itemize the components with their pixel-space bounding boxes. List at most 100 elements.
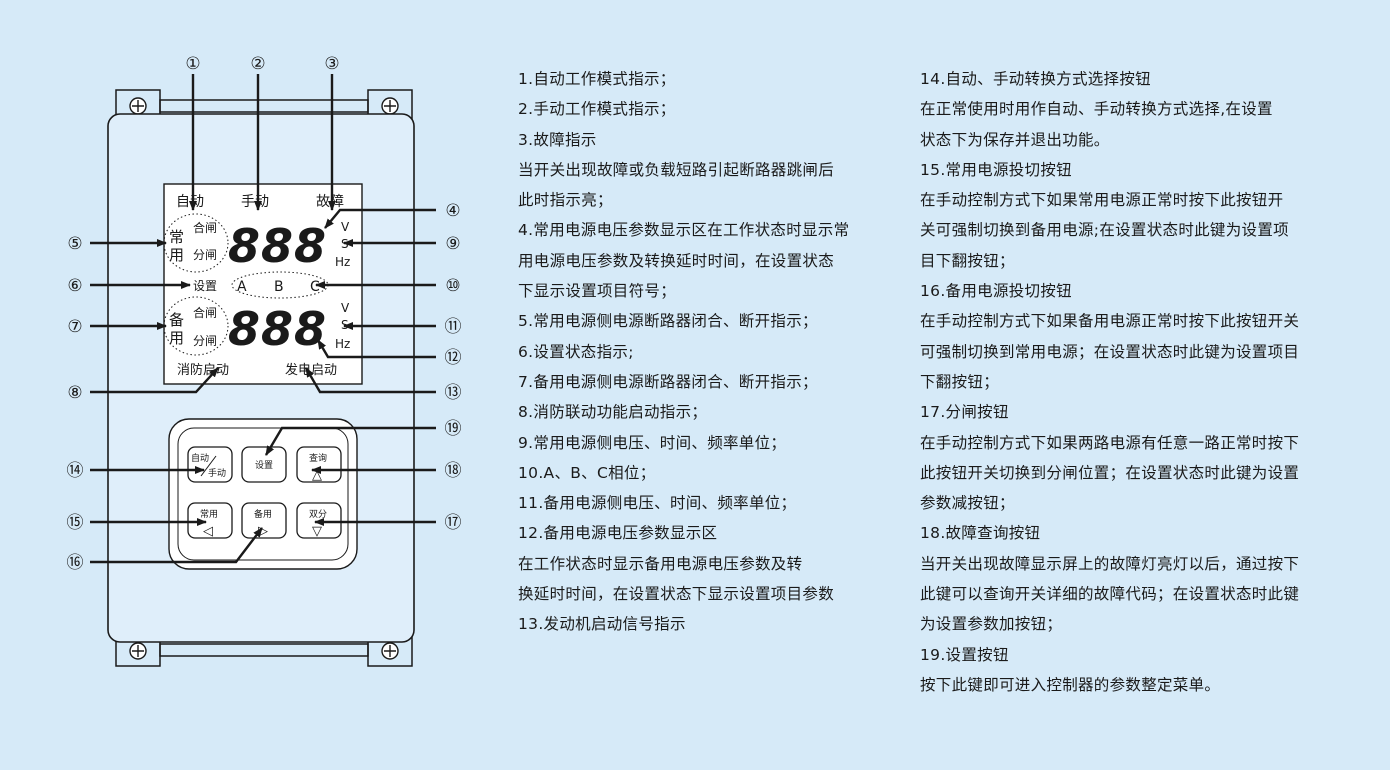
legend-line: 1.自动工作模式指示； [518, 70, 676, 88]
legend-line: 此键可以查询开关详细的故障代码；在设置状态时此键 [920, 585, 1300, 604]
legend-line: 12.备用电源电压参数显示区 [518, 524, 718, 543]
legend-line: 16.备用电源投切按钮 [920, 282, 1072, 301]
callout-numbers: ① ② ③ ④ ⑤ ⑥ ⑦ ⑧ ⑨ ⑩ ⑪ ⑫ ⑬ ⑭ ⑮ ⑯ ⑰ ⑱ ⑲ [67, 54, 462, 573]
legend-line: 19.设置按钮 [920, 645, 1009, 664]
legend-line: 下翻按钮； [920, 372, 1000, 391]
standby-key-label: 备用 [254, 508, 272, 520]
keypad-frame [168, 418, 358, 570]
legend-line: 2.手动工作模式指示； [518, 100, 676, 119]
controller-diagram: 自动 手动 故障 常 用 合闸 分闸 888 V S Hz 设置 A B C 备… [67, 54, 462, 667]
legend-line: 5.常用电源侧电源断路器闭合、断开指示； [518, 312, 818, 331]
up-arrow-icon: △ [312, 468, 322, 483]
setting-indicator: 设置 [193, 279, 217, 293]
legend-line: 8.消防联动功能启动指示； [518, 403, 708, 422]
normal-group-char: 用 [169, 246, 184, 264]
legend-line: 13.发动机启动信号指示 [518, 615, 686, 634]
legend-line: 18.故障查询按钮 [920, 524, 1041, 543]
legend-line: 7.备用电源侧电源断路器闭合、断开指示； [518, 372, 818, 391]
legend-line: 此按钮开关切换到分闸位置；在设置状态时此键为设置 [920, 463, 1300, 482]
callout-number: ⑩ [445, 276, 460, 296]
query-up-key[interactable]: 查询 △ [296, 446, 342, 483]
callout-number: ⑰ [445, 513, 462, 533]
normal-key-label: 常用 [200, 508, 218, 520]
callout-number: ② [250, 54, 265, 74]
phase-c: C [310, 279, 320, 295]
legend-line: 状态下为保存并退出功能。 [920, 130, 1110, 149]
normal-left-key[interactable]: 常用 ◁ [187, 502, 233, 539]
keypad-inner [177, 427, 349, 561]
callout-number: ⑦ [67, 317, 82, 337]
legend-line: 3.故障指示 [518, 130, 597, 149]
normal-close-label: 合闸 [193, 220, 217, 235]
callout-number: ⑤ [67, 234, 82, 254]
legend-line: 可强制切换到常用电源；在设置状态时此键为设置项目 [920, 342, 1300, 361]
callout-number: ④ [445, 201, 460, 221]
standby-group-char: 备 [169, 311, 184, 329]
callout-number: ① [185, 54, 200, 74]
normal-switch-ring [163, 213, 229, 273]
left-arrow-icon: ◁ [203, 524, 213, 539]
callout-number: ⑲ [445, 419, 462, 439]
callout-number: ③ [324, 54, 339, 74]
legend-left: 1.自动工作模式指示； 2.手动工作模式指示； 3.故障指示 当开关出现故障或负… [518, 64, 908, 640]
legend-line: 6.设置状态指示; [518, 342, 634, 361]
callout-number: ⑮ [67, 513, 84, 533]
callout-number: ⑬ [445, 383, 462, 403]
standby-switch-ring [163, 296, 229, 356]
standby-right-key[interactable]: 备用 ▷ [241, 502, 287, 539]
legend-line: 此时指示亮； [518, 191, 613, 210]
fire-start-indicator: 消防启动 [177, 362, 229, 378]
legend-line: 当开关出现故障或负载短路引起断路器跳闸后 [518, 160, 835, 179]
callout-leaders [90, 74, 436, 564]
legend-line: 目下翻按钮； [920, 251, 1015, 270]
legend-line: 14.自动、手动转换方式选择按钮 [920, 70, 1151, 88]
callout-number: ⑥ [67, 276, 82, 296]
legend-line: 11.备用电源侧电压、时间、频率单位； [518, 494, 797, 513]
legend-line: 4.常用电源电压参数显示区在工作状态时显示常 [518, 221, 850, 240]
legend-line: 在工作状态时显示备用电源电压参数及转 [518, 554, 803, 573]
auto-indicator: 自动 [176, 194, 204, 210]
standby-unit-v: V [341, 301, 350, 315]
auto-manual-key-label: 自动 [191, 452, 209, 464]
normal-unit-v: V [341, 220, 350, 234]
legend-line: 在手动控制方式下如果常用电源正常时按下此按钮开 [920, 191, 1284, 210]
auto-manual-key[interactable]: 自动 手动 [187, 446, 233, 483]
legend-line: 在手动控制方式下如果备用电源正常时按下此按钮开关 [920, 312, 1300, 331]
auto-manual-key-label: 手动 [208, 467, 226, 479]
legend-line: 按下此键即可进入控制器的参数整定菜单。 [920, 675, 1221, 694]
down-arrow-icon: ▽ [312, 524, 322, 539]
settings-key[interactable]: 设置 [241, 446, 287, 483]
legend-line: 10.A、B、C相位； [518, 463, 656, 482]
legend-line: 换延时时间，在设置状态下显示设置项目参数 [518, 585, 835, 604]
legend-line: 17.分闸按钮 [920, 403, 1009, 422]
phase-a: A [237, 279, 247, 295]
callout-number: ⑧ [67, 383, 82, 403]
phase-b: B [274, 279, 284, 295]
standby-close-label: 合闸 [193, 305, 217, 320]
settings-key-label: 设置 [255, 460, 273, 471]
callout-number: ⑱ [445, 461, 462, 481]
legend-line: 在正常使用时用作自动、手动转换方式选择,在设置 [920, 100, 1273, 119]
standby-open-label: 分闸 [193, 334, 217, 348]
standby-digits: 888 [228, 302, 327, 356]
manual-indicator: 手动 [241, 194, 269, 210]
query-key-label: 查询 [309, 452, 327, 464]
legend-line: 下显示设置项目符号； [518, 282, 677, 301]
standby-group-char: 用 [169, 329, 184, 347]
legend-line: 9.常用电源侧电压、时间、频率单位； [518, 433, 787, 452]
standby-unit-hz: Hz [335, 337, 350, 351]
screw-icon [129, 97, 399, 660]
callout-number: ⑫ [445, 348, 462, 368]
callout-number: ⑪ [445, 317, 462, 337]
normal-open-label: 分闸 [193, 248, 217, 262]
legend-line: 15.常用电源投切按钮 [920, 160, 1072, 179]
normal-unit-hz: Hz [335, 255, 350, 269]
double-open-key-label: 双分 [309, 509, 327, 520]
fault-indicator: 故障 [316, 194, 344, 210]
legend-line: 参数减按钮； [920, 494, 1015, 513]
legend-line: 用电源电压参数及转换延时时间，在设置状态 [518, 251, 835, 270]
legend-line: 当开关出现故障显示屏上的故障灯亮灯以后，通过按下 [920, 554, 1300, 573]
callout-number: ⑯ [67, 553, 84, 573]
callout-number: ⑭ [67, 461, 84, 481]
legend-line: 在手动控制方式下如果两路电源有任意一路正常时按下 [920, 433, 1300, 452]
